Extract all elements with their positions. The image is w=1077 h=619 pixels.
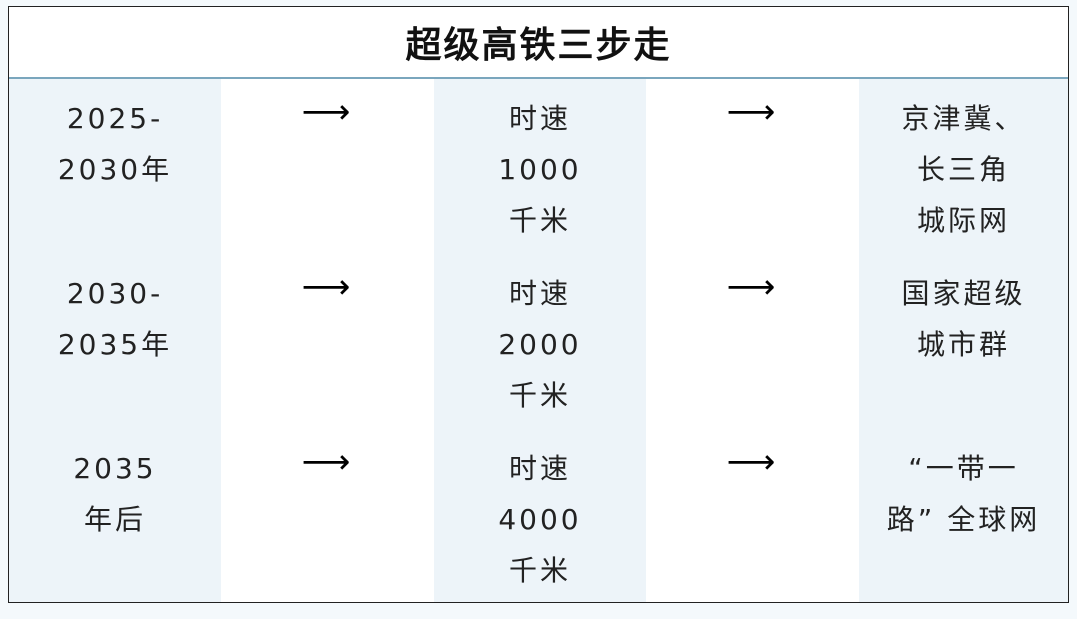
speed-cell: 时速 4000 千米 — [498, 452, 582, 587]
period-cell: 2030- 2035年 — [57, 277, 173, 361]
arrow-right-icon: ⟶ — [726, 442, 779, 482]
goal-cell: “一带一 路” 全球网 — [886, 452, 1041, 536]
arrow-right-icon: ⟶ — [301, 92, 354, 132]
hyperloop-plan-table: 超级高铁三步走 2025- 2030年 2030- 2035年 2035 年后 … — [8, 6, 1069, 603]
arrow-right-icon: ⟶ — [301, 267, 354, 307]
speed-cell: 时速 2000 千米 — [498, 277, 582, 412]
period-cell: 2025- 2030年 — [57, 102, 173, 186]
period-cell: 2035 年后 — [73, 452, 157, 536]
column-period: 2025- 2030年 2030- 2035年 2035 年后 — [9, 79, 221, 602]
goal-cell: 京津冀、 长三角 城际网 — [901, 102, 1026, 237]
arrow-right-icon: ⟶ — [301, 442, 354, 482]
arrow-right-icon: ⟶ — [726, 92, 779, 132]
column-goal: 京津冀、 长三角 城际网 国家超级 城市群 “一带一 路” 全球网 — [859, 79, 1068, 602]
column-speed: 时速 1000 千米 时速 2000 千米 时速 4000 千米 — [434, 79, 646, 602]
arrow-right-icon: ⟶ — [726, 267, 779, 307]
table-title: 超级高铁三步走 — [9, 7, 1068, 79]
column-arrow-1: ⟶ ⟶ ⟶ — [221, 79, 434, 602]
goal-cell: 国家超级 城市群 — [901, 277, 1026, 361]
column-arrow-2: ⟶ ⟶ ⟶ — [646, 79, 859, 602]
speed-cell: 时速 1000 千米 — [498, 102, 582, 237]
